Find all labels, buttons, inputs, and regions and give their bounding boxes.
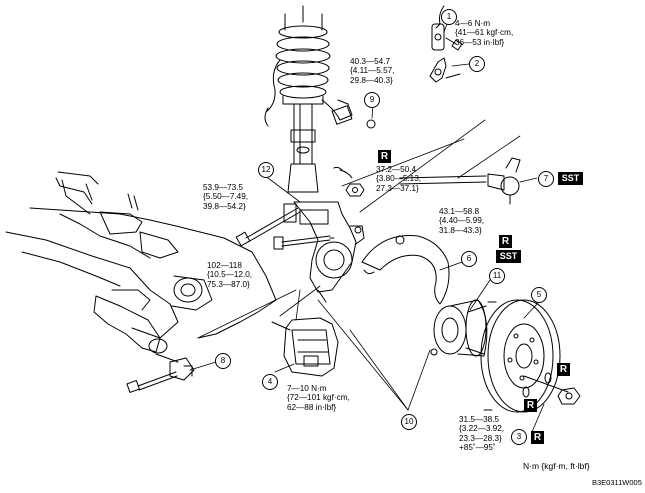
replace-tag: R — [531, 431, 544, 444]
knuckle-bolts — [235, 207, 335, 250]
spec-line: {41—61 kgf·cm, — [455, 28, 514, 38]
spec-line: 31.5—38.5 — [459, 415, 500, 424]
spec-line: {3.22—3.92, — [459, 424, 505, 434]
spec-line: 102—118 — [207, 261, 242, 270]
callout-5: 5 — [531, 287, 547, 303]
tie-rod-nut-torque: 37.2—50.4 {3.80—5.13, 27.3—37.1} — [376, 165, 421, 193]
wheel-hub — [430, 299, 488, 357]
steering-knuckle — [283, 201, 365, 303]
ball-joint-torque: 102—118 {10.5—12.0, 75.3—87.0} — [207, 261, 252, 289]
spec-line: 27.3—37.1} — [376, 183, 419, 193]
strut-knuckle-torque: 53.9—73.5 {5.50—7.49, 39.8—54.2} — [203, 183, 248, 211]
spec-line: 31.8—43.3} — [439, 225, 482, 235]
spec-line: 7—10 N·m — [287, 384, 327, 393]
spec-line: {10.5—12.0, — [207, 270, 253, 280]
callout-7: 7 — [538, 171, 554, 187]
spec-line: 37.2—50.4 — [376, 165, 417, 174]
sst-tag: SST — [558, 172, 583, 185]
callout-10: 10 — [401, 414, 417, 430]
spec-line: 62—88 in·lbf} — [287, 402, 337, 412]
crossmember-subframe — [5, 171, 277, 381]
tie-rod-nut-icon — [333, 166, 365, 197]
callout-6: 6 — [461, 251, 477, 267]
spec-line: +85˚—95˚ — [459, 443, 496, 453]
bracket-bolt-icon — [366, 119, 376, 129]
callout-4: 4 — [262, 374, 278, 390]
callout-1: 1 — [441, 9, 457, 25]
spec-line: 43.1—58.8 — [439, 207, 480, 216]
spec-line: {5.50—7.49, — [203, 192, 249, 202]
leader-lines — [189, 23, 545, 433]
replace-tag: R — [378, 150, 391, 163]
coil-spring-strut — [264, 5, 353, 193]
caliper-bolts-torque: 7—10 N·m {72—101 kgf·cm, 62—88 in·lbf} — [287, 384, 350, 412]
spec-line: 36—53 in·lbf} — [455, 37, 505, 47]
replace-tag: R — [499, 235, 512, 248]
hub-nut — [522, 372, 581, 405]
brake-disc — [480, 299, 561, 413]
callout-9: 9 — [364, 92, 380, 108]
sensor-bolt-torque: 4—6 N·m {41—61 kgf·cm, 36—53 in·lbf} — [455, 19, 513, 47]
figure-code: B3E0311W005 — [592, 478, 642, 487]
brake-caliper — [271, 317, 339, 377]
torque-units-legend: N·m {kgf·m, ft·lbf} — [523, 461, 590, 471]
spec-line: {4.40—5.99, — [439, 216, 485, 226]
callout-2: 2 — [469, 56, 485, 72]
callout-8: 8 — [215, 353, 231, 369]
tie-rod-end — [399, 157, 521, 205]
shield-bolts-torque: 43.1—58.8 {4.40—5.99, 31.8—43.3} — [439, 207, 484, 235]
spec-line: 23.3—28.3} — [459, 433, 502, 443]
strut-bracket-torque: 40.3—54.7 {4.11—5.57, 29.8—40.3} — [350, 57, 394, 85]
hub-nut-torque: 31.5—38.5 {3.22—3.92, 23.3—28.3} +85˚—95… — [459, 415, 504, 453]
spec-line: 75.3—87.0} — [207, 279, 250, 289]
sst-tag: SST — [496, 250, 521, 263]
spec-line: {3.80—5.13, — [376, 174, 422, 184]
replace-tag: R — [524, 399, 537, 412]
replace-tag: R — [557, 363, 570, 376]
spec-line: 4—6 N·m — [455, 19, 491, 28]
spec-line: {4.11—5.57, — [350, 66, 395, 76]
callout-12: 12 — [258, 162, 274, 178]
callout-3: 3 — [511, 429, 527, 445]
callout-11: 11 — [489, 268, 505, 284]
spec-line: 39.8—54.2} — [203, 201, 246, 211]
spec-line: 29.8—40.3} — [350, 75, 393, 85]
dust-shield — [361, 235, 450, 305]
spec-line: 40.3—54.7 — [350, 57, 391, 66]
ball-joint-bolt — [126, 371, 178, 393]
spec-line: 53.9—73.5 — [203, 183, 244, 192]
spec-line: {72—101 kgf·cm, — [287, 393, 350, 403]
abs-sensor-parts — [429, 5, 463, 83]
